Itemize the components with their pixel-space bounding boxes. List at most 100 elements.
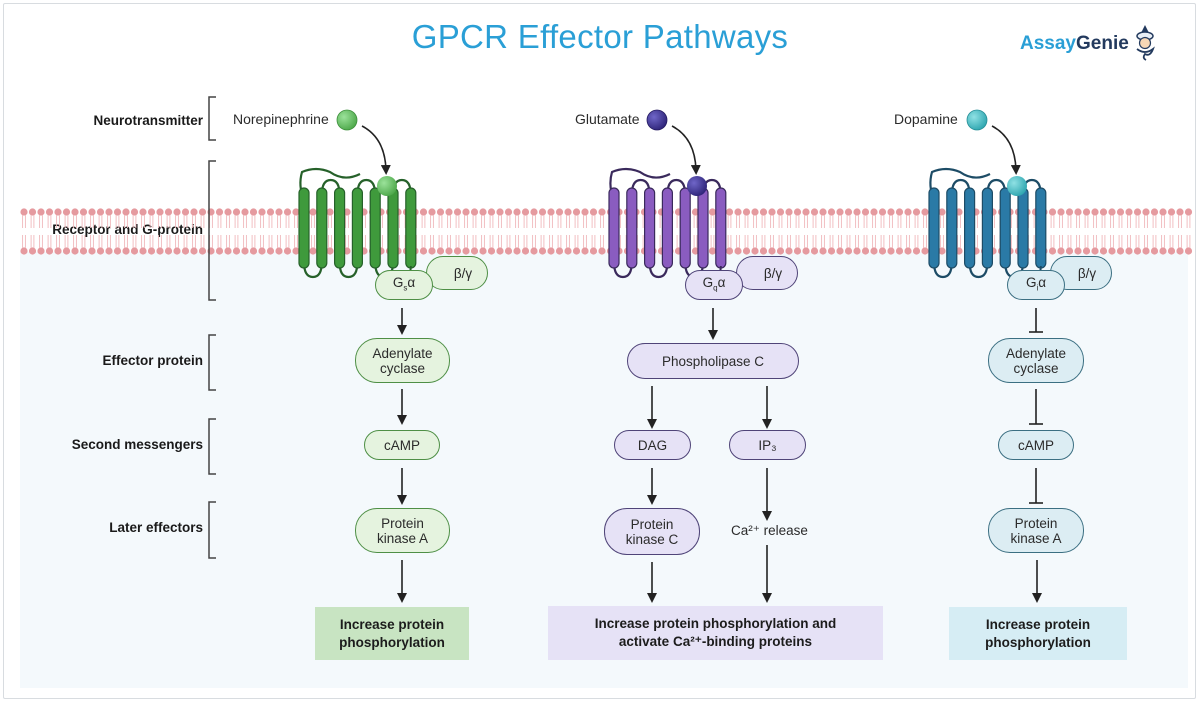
- lipid-head: [708, 208, 717, 216]
- lipid-head: [793, 247, 802, 255]
- lipid-head: [198, 208, 207, 216]
- lipid-head: [759, 247, 768, 255]
- lipid-head: [1057, 247, 1065, 255]
- cell-membrane: [20, 208, 1193, 255]
- beta-gamma-label: β/γ: [453, 265, 473, 281]
- lipid-head: [130, 208, 139, 216]
- transmembrane-helix: [661, 187, 674, 269]
- lipid-head: [326, 208, 334, 216]
- lipid-head: [122, 208, 130, 216]
- lipid-head: [870, 208, 878, 216]
- lipid-head: [88, 247, 96, 255]
- lipid-head: [904, 208, 912, 216]
- lipid-head: [105, 208, 113, 216]
- lipid-head: [487, 208, 496, 216]
- lipid-head: [1074, 247, 1082, 255]
- label-norepinephrine: Norepinephrine: [233, 111, 329, 127]
- genie-mascot-icon: [1132, 23, 1158, 66]
- lipid-head: [1176, 208, 1184, 216]
- transmembrane-helix: [715, 187, 727, 269]
- lipid-head: [309, 247, 317, 255]
- lipid-head: [1142, 247, 1150, 255]
- row-label-second-messengers: Second messengers: [71, 437, 203, 452]
- lipid-head: [1099, 247, 1108, 255]
- lipid-head: [742, 247, 751, 255]
- row-label-later-effectors: Later effectors: [109, 520, 203, 535]
- lipid-head: [1048, 247, 1057, 255]
- gi-receptor: [928, 167, 1047, 279]
- lipid-head: [538, 247, 547, 255]
- lipid-head: [105, 247, 113, 255]
- lipid-head: [419, 247, 428, 255]
- lipid-head: [249, 247, 258, 255]
- lipid-head: [1176, 247, 1184, 255]
- lipid-head: [266, 208, 275, 216]
- transmembrane-helix: [963, 187, 976, 269]
- row-label-neurotransmitter: Neurotransmitter: [93, 113, 203, 128]
- bracket-neurotransmitter: [208, 96, 216, 141]
- ligand-arrow-norepinephrine: [361, 125, 391, 175]
- lipid-head: [164, 247, 173, 255]
- lipid-head: [904, 247, 912, 255]
- lipid-head: [776, 247, 785, 255]
- gq-beta-gamma: β/γ: [736, 256, 798, 290]
- lipid-head: [436, 208, 445, 216]
- lipid-head: [147, 247, 156, 255]
- lipid-head: [1048, 208, 1057, 216]
- transmembrane-helix: [298, 187, 310, 269]
- lipid-head: [326, 247, 334, 255]
- lipid-head: [513, 247, 521, 255]
- lipid-head: [258, 247, 266, 255]
- lipid-head: [241, 208, 249, 216]
- lipid-head: [895, 247, 904, 255]
- lipid-head: [725, 208, 734, 216]
- lipid-head: [37, 208, 45, 216]
- lipid-head: [122, 247, 130, 255]
- lipid-head: [96, 208, 105, 216]
- lipid-head: [88, 208, 96, 216]
- lipid-head: [496, 208, 504, 216]
- lipid-head: [912, 247, 921, 255]
- lipid-head: [1099, 208, 1108, 216]
- lipid-head: [275, 247, 283, 255]
- g-alpha-s: β/γ: [426, 256, 488, 290]
- lipid-head: [462, 247, 470, 255]
- lipid-head: [173, 208, 181, 216]
- lipid-head: [419, 208, 428, 216]
- lipid-head: [598, 247, 606, 255]
- lipid-head: [853, 247, 861, 255]
- lipid-head: [232, 247, 241, 255]
- lipid-head: [921, 247, 929, 255]
- lipid-head: [139, 208, 147, 216]
- lipid-head: [1184, 208, 1193, 216]
- lipid-head: [71, 208, 79, 216]
- transmembrane-helix: [697, 187, 709, 269]
- lipid-head: [1159, 208, 1167, 216]
- beta-gamma-label: β/γ: [1077, 265, 1097, 281]
- gs-camp: cAMP: [364, 430, 440, 460]
- lipid-head: [810, 247, 819, 255]
- lipid-head: [870, 247, 878, 255]
- dopamine-ligand-icon: [966, 109, 988, 131]
- transmembrane-helix: [351, 187, 363, 269]
- gq-calcium-release: Ca²⁺ release: [731, 523, 808, 538]
- lipid-head: [1074, 208, 1082, 216]
- lipid-head: [428, 247, 436, 255]
- lipid-head: [292, 208, 300, 216]
- lipid-head: [734, 208, 742, 216]
- lipid-head: [37, 247, 45, 255]
- lipid-head: [555, 247, 564, 255]
- lipid-head: [564, 208, 572, 216]
- lipid-head: [1065, 208, 1074, 216]
- lipid-head: [71, 247, 79, 255]
- lipid-head: [275, 208, 283, 216]
- lipid-head: [802, 247, 810, 255]
- transmembrane-helix: [334, 187, 346, 269]
- lipid-head: [793, 208, 802, 216]
- gq-dag: DAG: [614, 430, 691, 460]
- lipid-head: [487, 247, 496, 255]
